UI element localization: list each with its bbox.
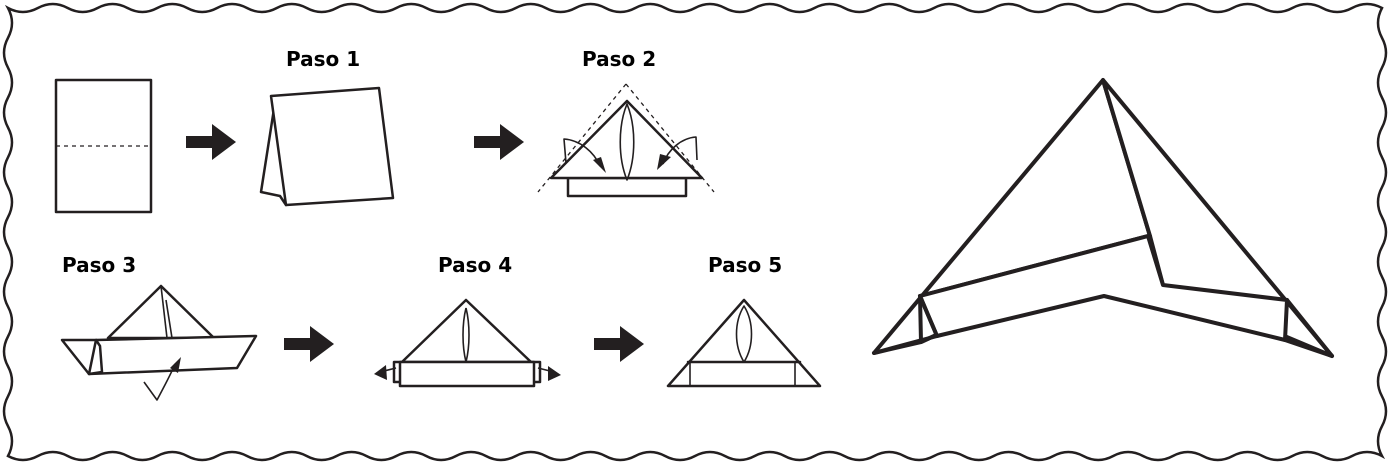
step-5-folded-hat (666, 298, 822, 388)
step-2-fold-corners (537, 83, 715, 198)
right-arrow-icon (474, 124, 524, 160)
step-4-label: Paso 4 (438, 253, 512, 277)
step-4-hat-pull-sides (374, 298, 561, 388)
step-2-label: Paso 2 (582, 47, 656, 71)
step-1-label: Paso 1 (286, 47, 360, 71)
step-3-label: Paso 3 (62, 253, 136, 277)
step-3-paper-boat (60, 284, 258, 401)
step-5-label: Paso 5 (708, 253, 782, 277)
right-arrow-icon (186, 124, 236, 160)
initial-paper-sheet (54, 78, 153, 214)
finished-paper-hat (872, 78, 1334, 358)
right-arrow-icon (284, 326, 334, 362)
right-arrow-icon (594, 326, 644, 362)
step-1-folded-paper (259, 86, 395, 207)
